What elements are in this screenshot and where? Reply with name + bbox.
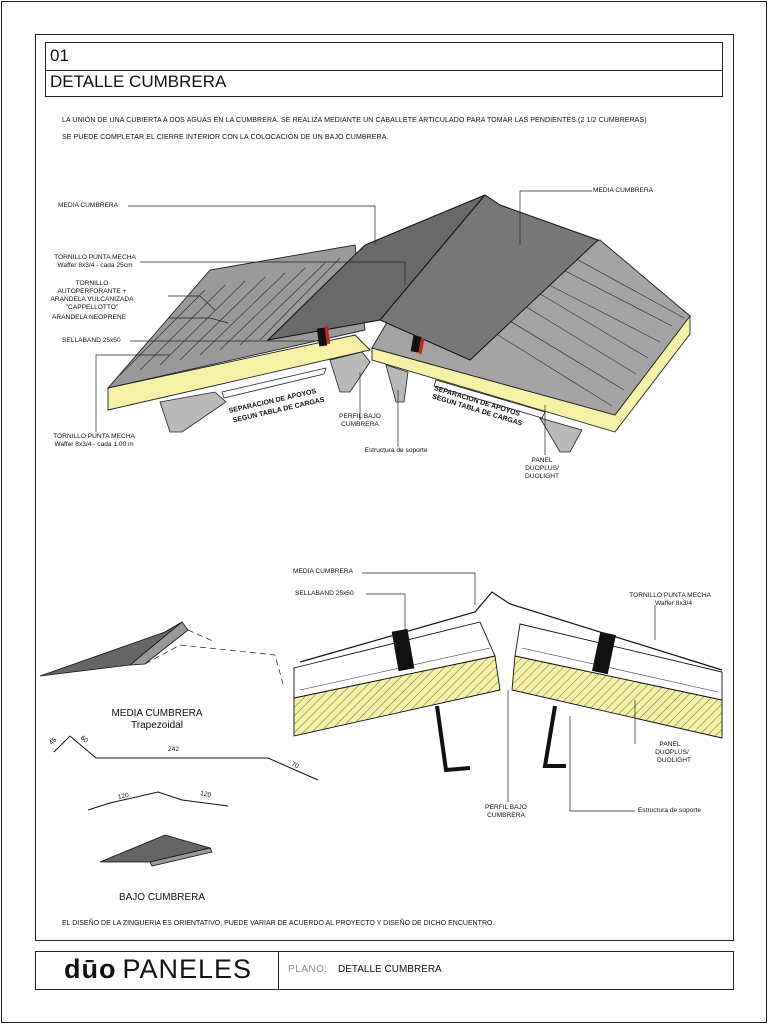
ridge-cap-right <box>379 194 599 361</box>
label-section-media-cumbrera: MEDIA CUMBRERA <box>293 568 354 575</box>
sheet-number: 01 <box>50 46 69 65</box>
plano-value: DETALLE CUMBRERA <box>338 964 442 975</box>
label-media-cumbrera-right: MEDIA CUMBRERA <box>593 187 654 194</box>
plano-label: PLANO: <box>288 964 328 975</box>
logo-light: PANELES <box>122 954 253 984</box>
label-tornillo-auto-2: AUTOPERFORANTE + <box>57 288 127 295</box>
intro-line-2: SE PUEDE COMPLETAR EL CIERRE INTERIOR CO… <box>62 134 389 141</box>
drawing-frame <box>35 34 734 941</box>
label-media-cumbrera-sub: Trapezoidal <box>131 720 183 731</box>
dim-242: 242 <box>168 746 180 753</box>
section-view <box>293 572 723 812</box>
media-cumbrera-3d <box>39 621 284 685</box>
label-tornillo-2: TORNILLO PUNTA MECHA <box>53 433 135 440</box>
label-tornillo-auto-1: TORNILLO <box>75 280 109 287</box>
sealant-left-red <box>324 325 331 345</box>
label-tornillo-2-spec: Waffer 8x3/4 - cada 1.00 m <box>54 441 134 448</box>
label-bajo-cumbrera-title: BAJO CUMBRERA <box>118 892 206 903</box>
label-section-perfil-bajo-2: CUMBRERA <box>487 812 525 819</box>
support-beam-right <box>385 364 583 453</box>
iso-leader-lines <box>95 190 592 455</box>
label-tornillo-1: TORNILLO PUNTA MECHA <box>54 254 136 261</box>
sheet-title-box: DETALLE CUMBRERA <box>45 69 723 97</box>
sealant-left <box>316 327 328 347</box>
label-section-tornillo-1: TORNILLO PUNTA MECHA <box>629 592 711 599</box>
section-c-profiles <box>435 705 566 773</box>
label-perfil-bajo-2: CUMBRERA <box>341 421 379 428</box>
label-section-panel-3: DUOLIGHT <box>656 757 692 764</box>
label-section-tornillo-2: Waffer 8x3/4 <box>654 600 692 607</box>
sheet-number-box: 01 <box>45 42 723 71</box>
label-panel-2: DUOPLUS/ <box>525 465 559 472</box>
bajo-cumbrera-profile <box>87 791 229 811</box>
label-section-sellaband: SELLABAND 25x50 <box>295 590 354 597</box>
section-ridge-cap <box>299 591 723 671</box>
label-arandela-neoprene: ARANDELA NEOPRENE <box>52 314 127 321</box>
label-section-panel-1: PANEL <box>659 741 681 748</box>
bajo-cumbrera-3d <box>99 834 213 867</box>
sealant-right-red <box>418 337 425 355</box>
label-section-panel-2: DUOPLUS/ <box>655 749 689 756</box>
sealant-right <box>410 335 422 353</box>
media-cumbrera-profile <box>53 735 319 781</box>
intro-line-1: LA UNIÓN DE UNA CUBIERTA A DOS AGUAS EN … <box>62 117 647 124</box>
section-sealant-left <box>391 628 415 672</box>
left-panel-steel <box>106 244 366 389</box>
label-section-estructura: Estructura de soporte <box>638 807 702 814</box>
spacing-arrows <box>221 367 546 419</box>
label-media-cumbrera-left: MEDIA CUMBRERA <box>58 202 119 209</box>
section-left-steel <box>293 621 496 699</box>
sheet-title: DETALLE CUMBRERA <box>50 72 227 91</box>
isometric-roof-view <box>95 190 691 455</box>
label-panel-3: DUOLIGHT <box>524 473 560 480</box>
label-perfil-bajo-1: PERFIL BAJO <box>339 413 381 420</box>
section-leader-lines <box>362 572 656 812</box>
label-media-cumbrera-title: MEDIA CUMBRERA <box>111 708 203 719</box>
label-tornillo-1-spec: Waffer 8x3/4 - cada 25cm <box>57 262 133 269</box>
left-panel-insulation <box>107 334 371 411</box>
label-tornillo-auto-4: "CAPPELLOTTO" <box>65 304 119 311</box>
section-sealant-right <box>592 631 616 675</box>
support-beam-left <box>159 351 371 433</box>
title-block-divider <box>278 952 279 989</box>
label-panel-1: PANEL <box>531 457 553 464</box>
label-section-perfil-bajo-1: PERFIL BAJO <box>485 804 527 811</box>
logo-bold: dūo <box>64 954 117 984</box>
footer-note: EL DISEÑO DE LA ZINGUERIA ES ORIENTATIVO… <box>62 920 495 927</box>
label-tornillo-auto-3: ARANDELA VULCANIZADA <box>50 296 134 303</box>
label-estructura: Estructura de soporte <box>364 447 428 454</box>
label-sellaband: SELLABAND 25x50 <box>62 337 121 344</box>
